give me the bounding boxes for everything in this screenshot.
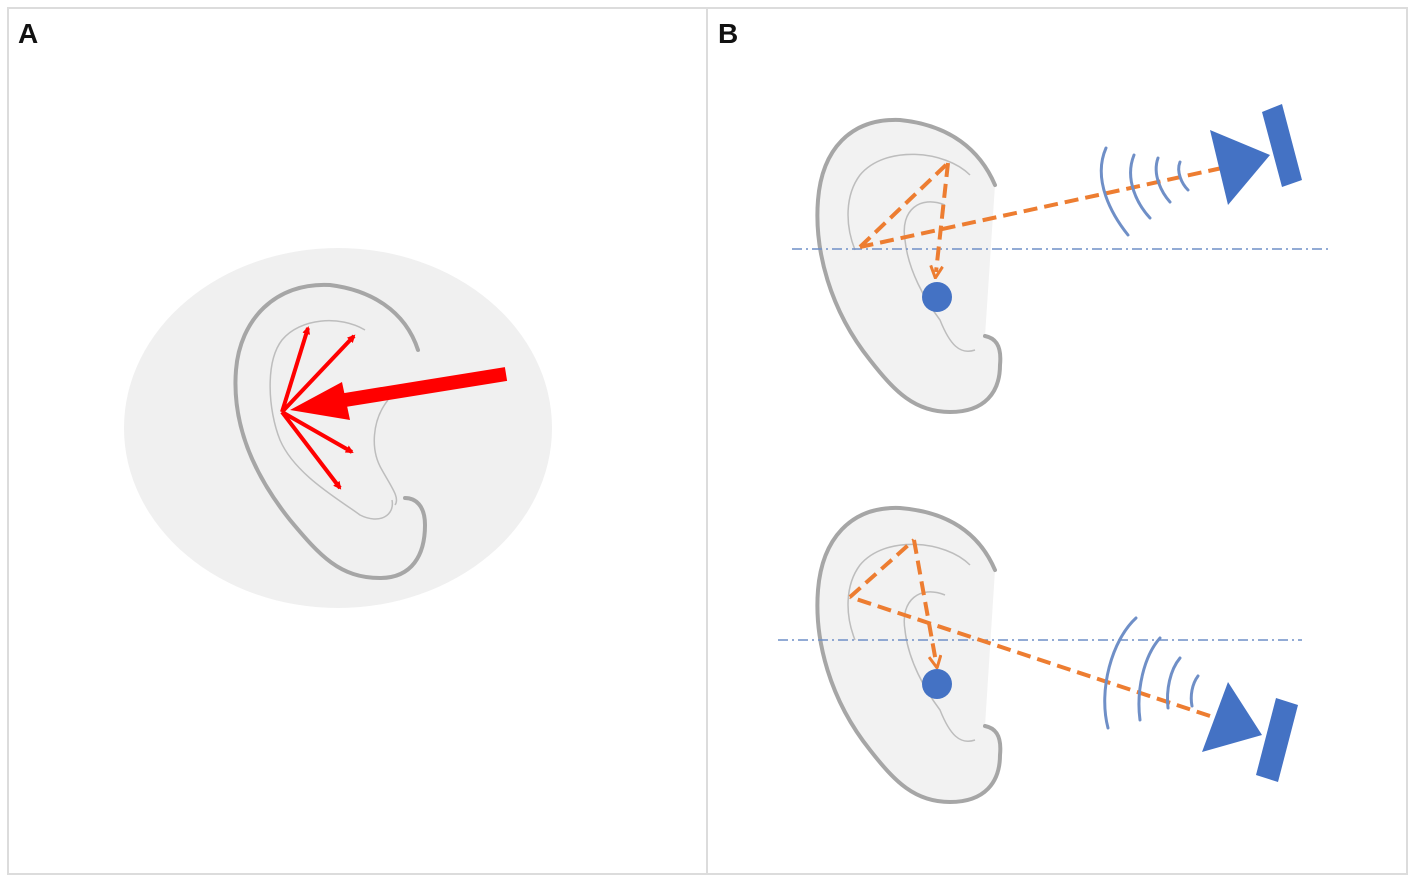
ear-icon xyxy=(815,117,1003,415)
panel-b-label: B xyxy=(718,18,739,49)
panel-a-label: A xyxy=(18,18,39,49)
ear-icon xyxy=(233,282,428,581)
ear-icon xyxy=(815,505,1003,805)
panel-b-bottom xyxy=(778,505,1302,805)
sound-waves-icon xyxy=(1099,146,1190,237)
eardrum-dot xyxy=(922,282,952,312)
speaker-icon xyxy=(1202,682,1298,782)
incoming-sound-arrow xyxy=(290,367,508,420)
sound-path xyxy=(848,538,1211,718)
reflection-arrows xyxy=(280,326,356,490)
panel-divider xyxy=(706,7,708,875)
eardrum-dot xyxy=(922,669,952,699)
sound-waves-icon xyxy=(1103,616,1200,730)
sound-path xyxy=(858,161,1223,272)
panel-b-top xyxy=(792,104,1330,415)
head-circle xyxy=(124,248,552,608)
panel-a xyxy=(124,248,552,608)
speaker-icon xyxy=(1210,104,1302,205)
